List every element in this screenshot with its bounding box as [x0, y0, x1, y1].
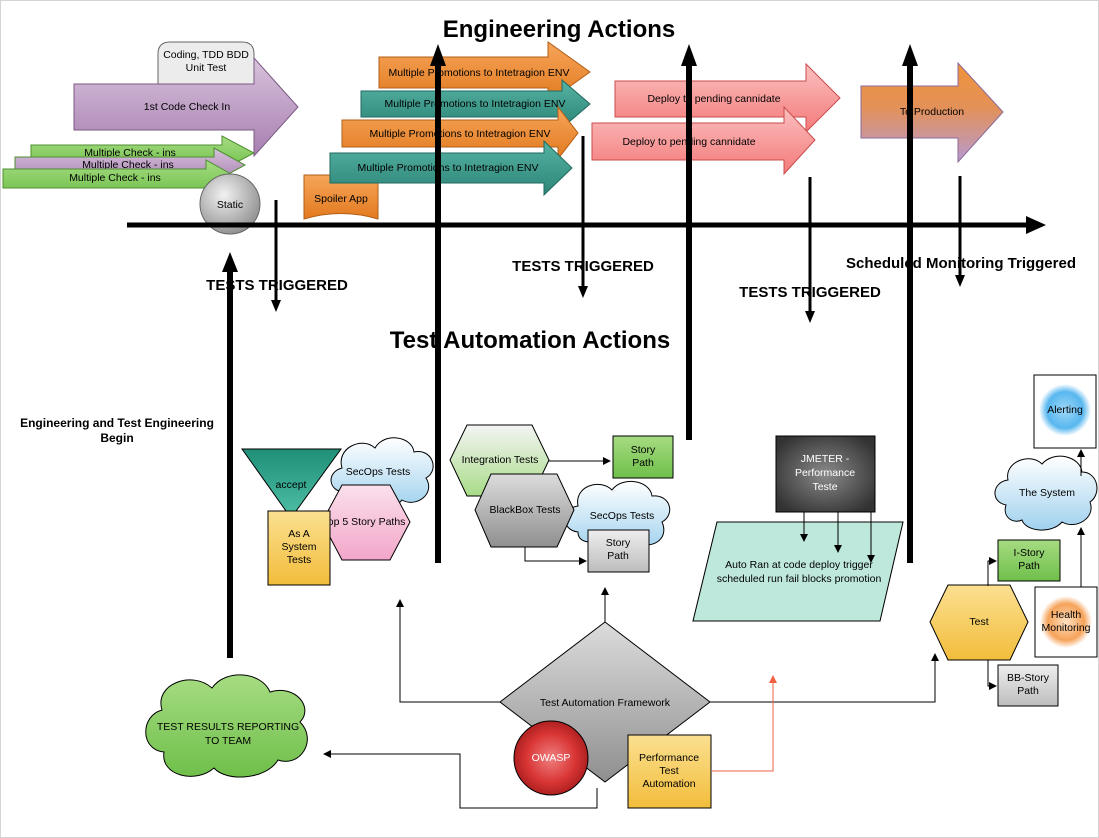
- owasp-node: OWASP: [513, 720, 589, 796]
- promotion-arrow-2: Multiple Promotions to Intetragion ENV: [360, 78, 591, 130]
- health-label-2: Monitoring: [1041, 622, 1090, 634]
- check-in-label-1: Multiple Check - ins: [84, 147, 176, 159]
- health-label-1: Health: [1051, 609, 1082, 621]
- reporting-cloud: TEST RESULTS REPORTING TO TEAM: [145, 674, 308, 778]
- blackbox-tests-label: BlackBox Tests: [489, 504, 560, 516]
- auto-ran-label-1: Auto Ran at code deploy trigger: [725, 559, 873, 571]
- check-in-label-3: Multiple Check - ins: [69, 172, 161, 184]
- jmeter-label-1: JMETER -: [801, 453, 850, 465]
- check-in-label-2: Multiple Check - ins: [82, 159, 174, 171]
- jmeter-to-auto-connectors: [800, 512, 875, 563]
- bb-story-path-node: BB-Story Path: [997, 664, 1059, 707]
- i-story-label-2: Path: [1018, 560, 1040, 572]
- performance-node: Performance Test Automation: [627, 734, 712, 809]
- bb-story-label-2: Path: [1017, 685, 1039, 697]
- as-a-system-label-3: Tests: [287, 554, 312, 566]
- jmeter-node: JMETER - Performance Teste: [775, 435, 876, 513]
- jmeter-label-2: Performance: [795, 467, 855, 479]
- test-automation-actions-title: Test Automation Actions: [390, 327, 670, 354]
- deploy-arrow-1: Deploy to pending cannidate: [614, 62, 841, 134]
- health-monitoring-node: Health Monitoring: [1034, 586, 1098, 658]
- code-check-in-label: 1st Code Check In: [144, 101, 231, 113]
- begin-label-line2: Begin: [100, 431, 133, 445]
- test-hexagon-node: Test: [929, 584, 1029, 661]
- spoiler-app-node: Spoiler App: [303, 174, 379, 220]
- tests-triggered-label-3: TESTS TRIGGERED: [739, 284, 881, 301]
- performance-label-1: Performance: [639, 752, 699, 764]
- production-label: To Production: [900, 106, 964, 118]
- as-a-system-node: As A System Tests: [267, 510, 331, 586]
- tests-triggered-label-2: TESTS TRIGGERED: [512, 258, 654, 275]
- performance-label-2: Test: [659, 765, 678, 777]
- story-path-2-label-1: Story: [606, 537, 631, 549]
- promotion-label-3: Multiple Promotions to Intetragion ENV: [370, 128, 551, 140]
- promotion-arrow-3: Multiple Promotions to Intetragion ENV: [341, 105, 579, 161]
- trigger-arrows: [271, 136, 965, 323]
- promotion-label-2: Multiple Promotions to Intetragion ENV: [385, 98, 566, 110]
- alerting-node: Alerting: [1033, 374, 1097, 449]
- promotion-label-4: Multiple Promotions to Intetragion ENV: [358, 162, 539, 174]
- deploy-arrow-2: Deploy to pending cannidate: [591, 105, 816, 176]
- reporting-label-2: TO TEAM: [205, 735, 251, 747]
- i-story-path-node: I-Story Path: [997, 539, 1061, 582]
- secops-label-1: SecOps Tests: [346, 466, 411, 478]
- begin-label-line1: Engineering and Test Engineering: [20, 416, 214, 430]
- tests-triggered-label-1: TESTS TRIGGERED: [206, 277, 348, 294]
- timeline-arrowhead: [1026, 216, 1046, 234]
- coding-label-line1: Coding, TDD BDD: [163, 49, 249, 61]
- production-arrow: To Production: [860, 61, 1004, 164]
- vertical-arrows: [222, 44, 918, 658]
- story-path-2-label-2: Path: [607, 550, 629, 562]
- auto-ran-label-2: scheduled run fail blocks promotion: [717, 573, 882, 585]
- accept-node: accept: [241, 448, 342, 519]
- auto-ran-node: Auto Ran at code deploy trigger schedule…: [692, 521, 904, 622]
- framework-label: Test Automation Framework: [540, 697, 671, 709]
- test-label: Test: [969, 616, 988, 628]
- spoiler-app-label: Spoiler App: [314, 193, 368, 205]
- reporting-label-1: TEST RESULTS REPORTING: [157, 721, 299, 733]
- right-connectors: [987, 449, 1085, 690]
- engineering-actions-title: Engineering Actions: [443, 16, 675, 43]
- framework-connectors: [323, 587, 939, 809]
- story-path-1-label-2: Path: [632, 457, 654, 469]
- alerting-label: Alerting: [1047, 404, 1083, 416]
- as-a-system-label-1: As A: [288, 528, 310, 540]
- top-story-paths-node: Top 5 Story Paths: [321, 484, 411, 561]
- promotion-label-1: Multiple Promotions to Intetragion ENV: [389, 67, 570, 79]
- promotion-arrow-4: Multiple Promotions to Intetragion ENV: [329, 139, 573, 197]
- scheduled-monitoring-label: Scheduled Monitoring Triggered: [846, 255, 1076, 272]
- secops-label-2: SecOps Tests: [590, 510, 655, 522]
- blackbox-to-story-connector: [524, 547, 587, 565]
- the-system-label: The System: [1019, 487, 1075, 499]
- story-path-1-label-1: Story: [631, 444, 656, 456]
- integration-tests-label: Integration Tests: [462, 454, 539, 466]
- story-path-node-2: Story Path: [587, 529, 650, 573]
- static-node: Static: [199, 173, 261, 235]
- as-a-system-label-2: System: [281, 541, 316, 553]
- performance-label-3: Automation: [642, 778, 695, 790]
- code-check-in-arrow: 1st Code Check In: [73, 56, 299, 158]
- bb-story-label-1: BB-Story: [1007, 672, 1050, 684]
- top-story-paths-label: Top 5 Story Paths: [323, 516, 406, 528]
- accept-label: accept: [276, 479, 307, 491]
- coding-label-line2: Unit Test: [186, 62, 227, 74]
- blackbox-tests-node: BlackBox Tests: [474, 473, 575, 548]
- static-label: Static: [217, 199, 243, 211]
- deploy-label-1: Deploy to pending cannidate: [647, 93, 780, 105]
- the-system-cloud: The System: [994, 455, 1098, 531]
- coding-tdd-node: Coding, TDD BDD Unit Test: [157, 41, 255, 85]
- owasp-label: OWASP: [532, 752, 571, 764]
- i-story-label-1: I-Story: [1014, 547, 1046, 559]
- jmeter-label-3: Teste: [812, 481, 837, 493]
- story-path-node-1: Story Path: [612, 435, 674, 479]
